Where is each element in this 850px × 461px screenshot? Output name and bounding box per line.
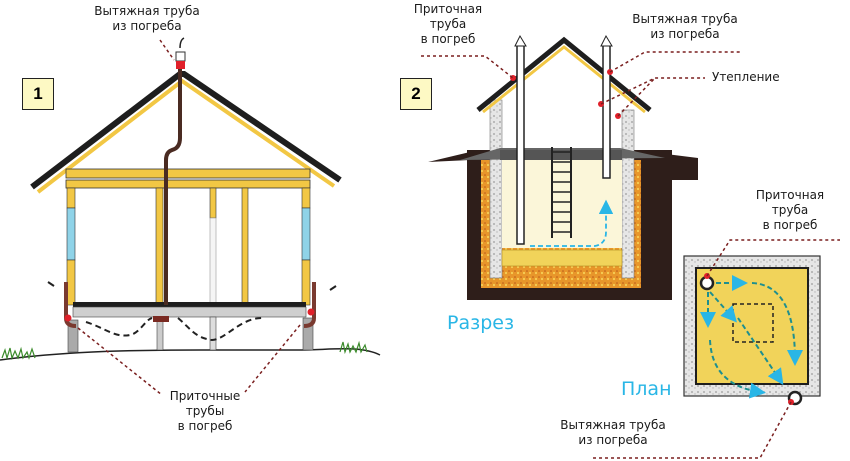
section-title: Разрез [447, 312, 515, 334]
plan-title: План [621, 378, 672, 400]
house-exhaust-label-line1: Вытяжная труба [94, 4, 200, 18]
plan-exhaust-label-line1: Вытяжная труба [560, 418, 666, 432]
section-exhaust-label-line2: из погреба [650, 27, 720, 41]
house-exhaust-label: Вытяжная труба из погреба [62, 4, 232, 34]
house-intake-label-line1: Приточные [169, 389, 241, 403]
plan-exhaust-label-line2: из погреба [578, 433, 648, 447]
plan-intake-label-line1: Приточная [755, 188, 825, 202]
plan-exhaust-label: Вытяжная труба из погреба [553, 418, 673, 448]
house-intake-label-line3: в погреб [177, 419, 233, 433]
cellar-section-figure [421, 34, 742, 300]
plan-intake-label-line2: труба [771, 203, 809, 217]
house-figure [0, 37, 381, 396]
plan-intake-label-line3: в погреб [762, 218, 818, 232]
house-intake-label-line2: трубы [185, 404, 225, 418]
section-intake-label-line1: Приточная [413, 2, 483, 16]
house-intake-label: Приточные трубы в погреб [160, 389, 250, 434]
section-intake-label: Приточная труба в погреб [408, 2, 488, 47]
cellar-plan-figure [590, 239, 840, 459]
section-exhaust-label-line1: Вытяжная труба [632, 12, 738, 26]
insulation-label: Утепление [712, 70, 780, 84]
figure-1-badge: 1 [22, 78, 54, 110]
section-intake-label-line3: в погреб [420, 32, 476, 46]
section-exhaust-label: Вытяжная труба из погреба [625, 12, 745, 42]
section-intake-label-line2: труба [429, 17, 467, 31]
plan-intake-label: Приточная труба в погреб [735, 188, 845, 233]
figure-2-badge: 2 [400, 78, 432, 110]
house-exhaust-label-line2: из погреба [112, 19, 182, 33]
